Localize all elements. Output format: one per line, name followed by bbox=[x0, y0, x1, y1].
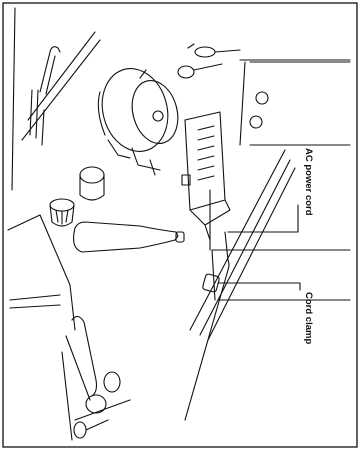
appliance-unit bbox=[181, 111, 231, 241]
ac-power-cord bbox=[184, 231, 291, 421]
ac-power-cord-label: AC power cord bbox=[303, 148, 314, 216]
ladles bbox=[177, 43, 241, 79]
cooking-pot bbox=[97, 68, 179, 176]
cord-clamp-label: Cord clamp bbox=[303, 292, 314, 344]
bottle bbox=[73, 221, 185, 253]
side-panel bbox=[7, 214, 76, 331]
cord-clamp bbox=[202, 273, 296, 293]
cabinet-lines bbox=[29, 89, 45, 146]
control-knobs bbox=[249, 91, 269, 129]
countertop-edges bbox=[11, 7, 351, 341]
can bbox=[79, 166, 105, 201]
door-handle bbox=[39, 46, 61, 95]
leader-lines bbox=[289, 204, 301, 291]
towel-rack bbox=[61, 315, 131, 441]
jar bbox=[49, 198, 75, 227]
